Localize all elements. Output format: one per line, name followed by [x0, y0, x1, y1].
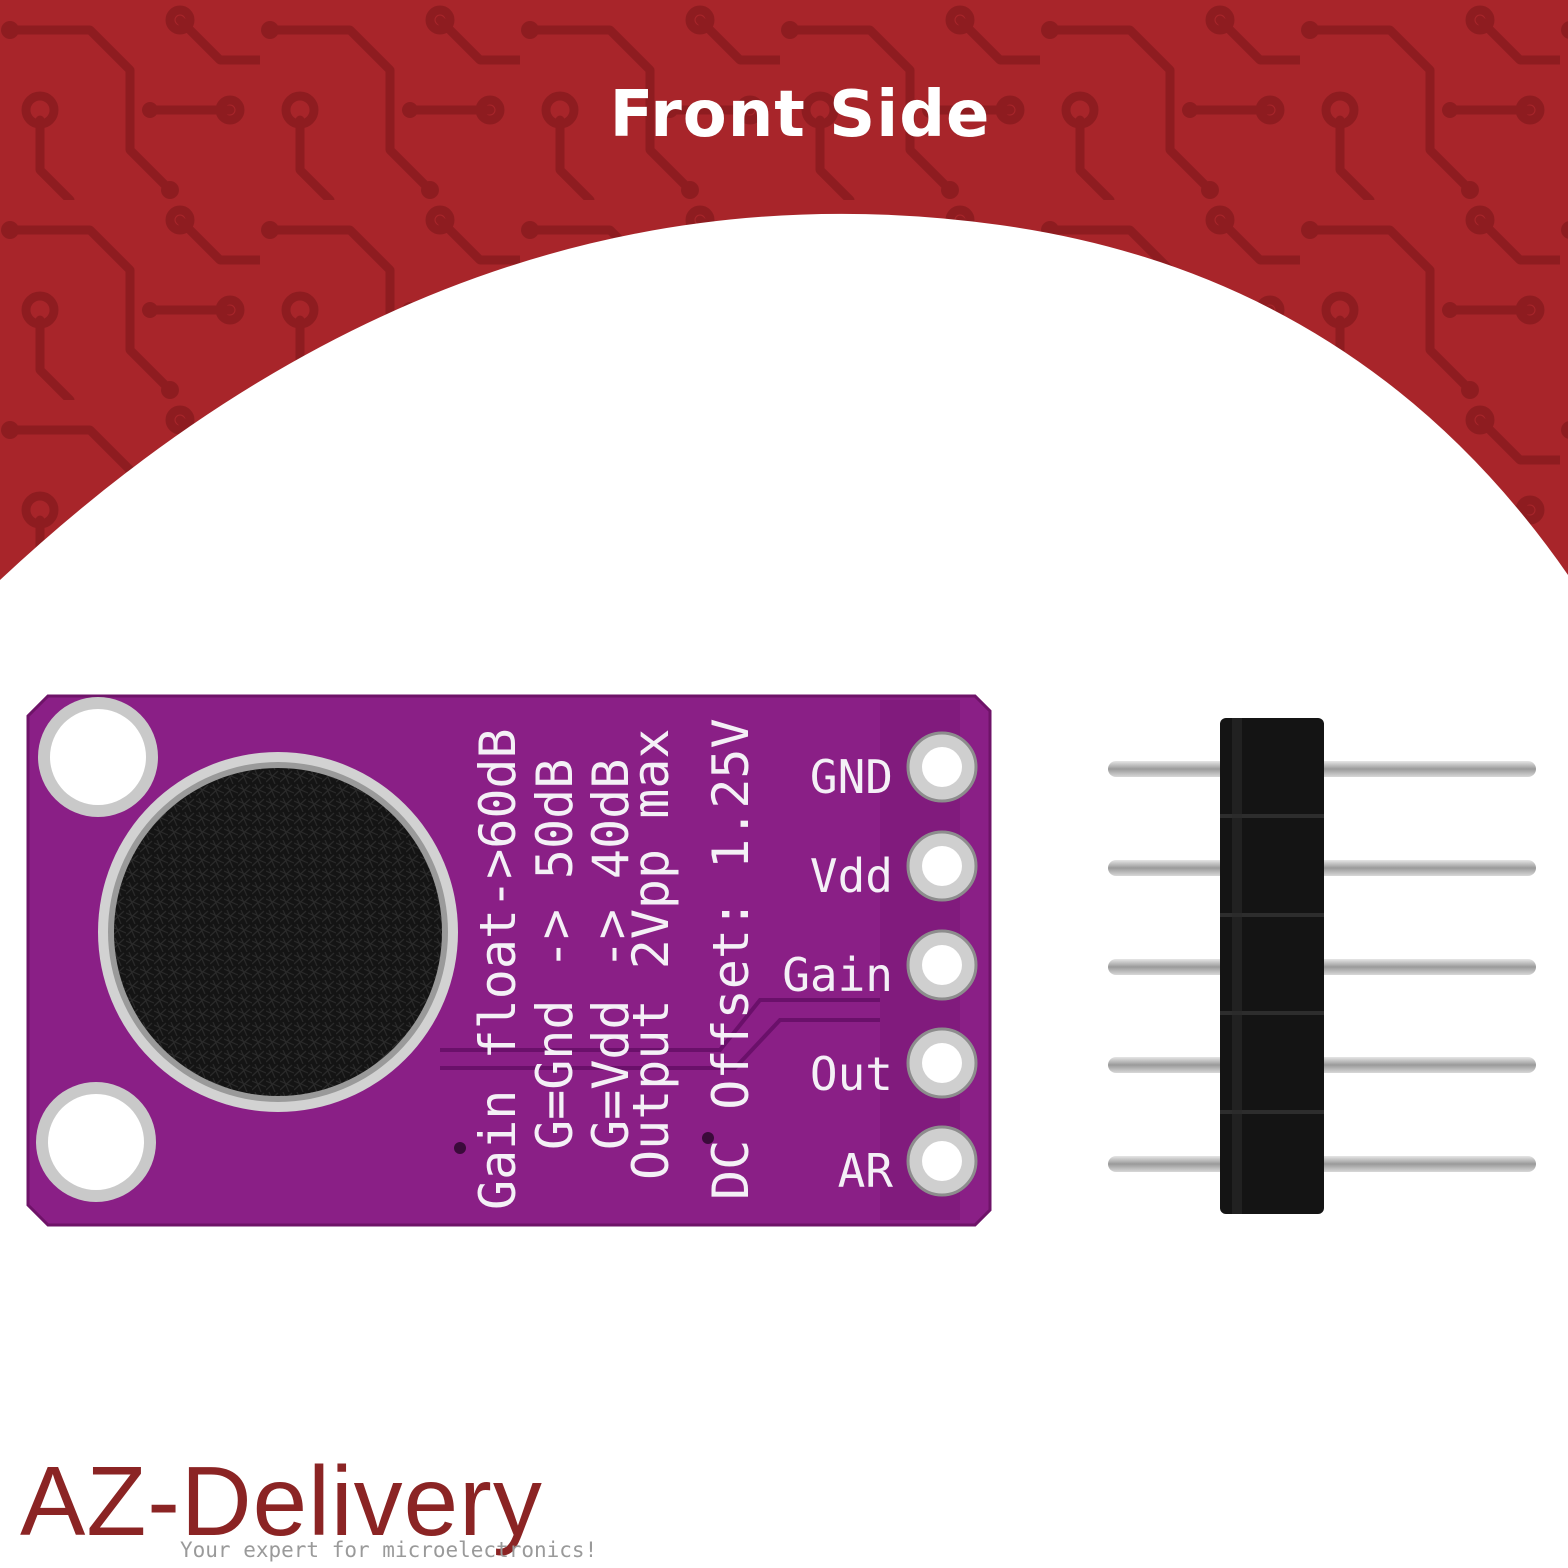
silk-line-4: Output 2Vpp max	[622, 728, 680, 1180]
mounting-hole-top	[38, 697, 158, 817]
pin-label-ar: AR	[838, 1144, 894, 1198]
pad-ar	[906, 1125, 978, 1197]
pad-out	[906, 1027, 978, 1099]
silk-line-3: G=Vdd -> 40dB	[582, 759, 640, 1150]
pin-header	[1108, 718, 1536, 1214]
logo-tagline: Your expert for microelectronics!	[180, 1538, 598, 1562]
pin-label-out: Out	[810, 1047, 893, 1101]
silk-line-5: DC Offset: 1.25V	[702, 718, 760, 1200]
banner-title: Front Side	[609, 78, 991, 152]
pin-label-gain: Gain	[782, 948, 893, 1002]
pin-label-gnd: GND	[810, 750, 893, 804]
header-body	[1220, 718, 1324, 1214]
pad-gain	[906, 929, 978, 1001]
logo-text: AZ-Delivery	[20, 1446, 543, 1556]
pin-labels: GND Vdd Gain Out AR	[782, 750, 893, 1198]
pad-vdd	[906, 830, 978, 902]
circuit-banner	[0, 0, 1568, 620]
silk-line-1: Gain float->60dB	[469, 728, 527, 1210]
mounting-hole-bottom	[36, 1082, 156, 1202]
pad-gnd	[906, 731, 978, 803]
silk-line-2: G=Gnd -> 50dB	[526, 759, 584, 1150]
brand-logo: AZ-Delivery Your expert for microelectro…	[20, 1446, 597, 1562]
microphone-capsule	[98, 752, 458, 1112]
silkscreen-text: Gain float->60dB G=Gnd -> 50dB G=Vdd -> …	[469, 718, 760, 1210]
solder-pads	[906, 731, 978, 1197]
pin-label-vdd: Vdd	[810, 849, 893, 903]
